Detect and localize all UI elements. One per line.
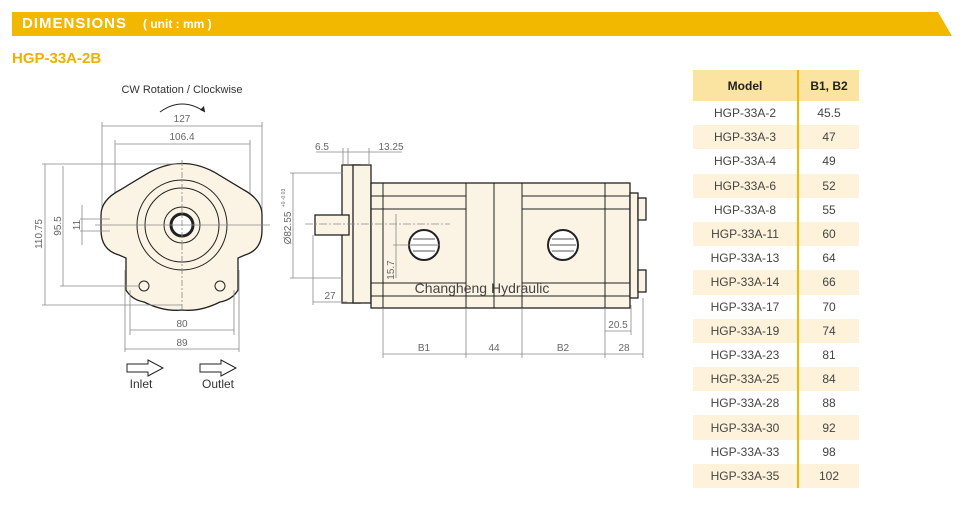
b1-b2-cell: 88 <box>822 396 836 411</box>
model-cell: HGP-33A-30 <box>693 415 799 440</box>
dimension-label: 6.5 <box>315 142 329 153</box>
rotation-arrow-icon <box>159 103 206 113</box>
model-cell: HGP-33A-6 <box>693 173 799 198</box>
model-cell: HGP-33A-25 <box>693 367 799 392</box>
model-title: HGP-33A-2B <box>12 50 102 67</box>
dimension-label: +0 -0.03 <box>281 189 287 208</box>
table-row: HGP-33A-28 88 <box>693 391 859 416</box>
b1-b2-cell: 74 <box>798 318 859 343</box>
model-cell: HGP-33A-28 <box>693 391 799 416</box>
table-row: HGP-33A-2 45.5 <box>693 101 859 126</box>
dimension-label: B2 <box>557 343 570 354</box>
b1-b2-cell: 98 <box>822 444 836 459</box>
table-row: HGP-33A-13 64 <box>693 246 859 271</box>
outlet-label: Outlet <box>202 377 235 391</box>
b1-b2-cell: 64 <box>822 251 836 266</box>
b1-b2-cell: 81 <box>822 347 836 362</box>
inlet-arrow-icon <box>126 359 165 377</box>
model-cell: HGP-33A-11 <box>693 221 799 247</box>
dimension-label: 127 <box>174 114 191 125</box>
dimension-label: 11 <box>72 219 83 230</box>
b1-b2-cell: 102 <box>798 463 859 488</box>
b1-b2-cell: 70 <box>822 299 836 314</box>
b1-b2-cell: 66 <box>798 270 859 295</box>
dimension-label: B1 <box>418 343 431 354</box>
dimension-label: 13.25 <box>378 142 403 153</box>
model-cell: HGP-33A-35 <box>693 463 799 488</box>
table-row: HGP-33A-23 81 <box>693 342 859 368</box>
b1-b2-cell: 60 <box>798 221 859 247</box>
model-cell: HGP-33A-8 <box>693 197 799 222</box>
unit-label: ( unit : mm ) <box>143 17 212 31</box>
dimension-label: 20.5 <box>608 320 628 331</box>
table-row: HGP-33A-8 55 <box>693 197 859 222</box>
model-cell: HGP-33A-23 <box>693 342 799 368</box>
model-cell: HGP-33A-33 <box>693 439 799 464</box>
inlet-label: Inlet <box>130 377 153 391</box>
dimension-label: 44 <box>488 343 500 354</box>
b1-b2-cell: 47 <box>798 125 859 150</box>
front-view: CW Rotation / Clockwise 127 106.4 110.75… <box>34 84 270 391</box>
model-cell: HGP-33A-19 <box>693 318 799 343</box>
model-cell: HGP-33A-4 <box>693 149 799 174</box>
dimension-label: 80 <box>176 319 188 330</box>
b1-b2-cell: 49 <box>822 154 836 169</box>
model-cell: HGP-33A-2 <box>693 101 799 126</box>
b1-b2-cell: 55 <box>822 202 836 217</box>
b1-b2-cell: 84 <box>798 367 859 392</box>
table-row: HGP-33A-33 98 <box>693 439 859 464</box>
section-banner: DIMENSIONS ( unit : mm ) <box>12 12 952 36</box>
dimension-label: Ø82.55 <box>283 211 294 244</box>
dimension-label: 27 <box>324 291 336 302</box>
model-cell: HGP-33A-3 <box>693 125 799 150</box>
dimension-label: 95.5 <box>53 216 64 236</box>
dimension-label: 106.4 <box>169 132 194 143</box>
section-title: DIMENSIONS <box>22 15 128 32</box>
column-header-model: Model <box>693 70 799 101</box>
table-row: HGP-33A-17 70 <box>693 294 859 319</box>
b1-b2-cell: 45.5 <box>817 106 841 121</box>
dimension-label: 110.75 <box>34 219 45 249</box>
dimension-label: 28 <box>618 343 630 354</box>
model-cell: HGP-33A-14 <box>693 270 799 295</box>
model-cell: HGP-33A-13 <box>693 246 799 271</box>
rotation-label: CW Rotation / Clockwise <box>121 84 242 96</box>
outlet-arrow-icon <box>199 359 238 377</box>
column-header-b1-b2: B1, B2 <box>798 70 859 101</box>
b1-b2-cell: 52 <box>798 173 859 198</box>
model-cell: HGP-33A-17 <box>693 294 799 319</box>
dimension-label: 89 <box>176 338 188 349</box>
table-row: HGP-33A-4 49 <box>693 149 859 174</box>
dimension-label: 15.7 <box>386 260 397 280</box>
brand-label: Changheng Hydraulic <box>415 280 550 296</box>
side-view: Changheng Hydraulic 6.5 13.25 Ø82.55 +0 … <box>281 142 647 358</box>
b1-b2-cell: 92 <box>798 415 859 440</box>
